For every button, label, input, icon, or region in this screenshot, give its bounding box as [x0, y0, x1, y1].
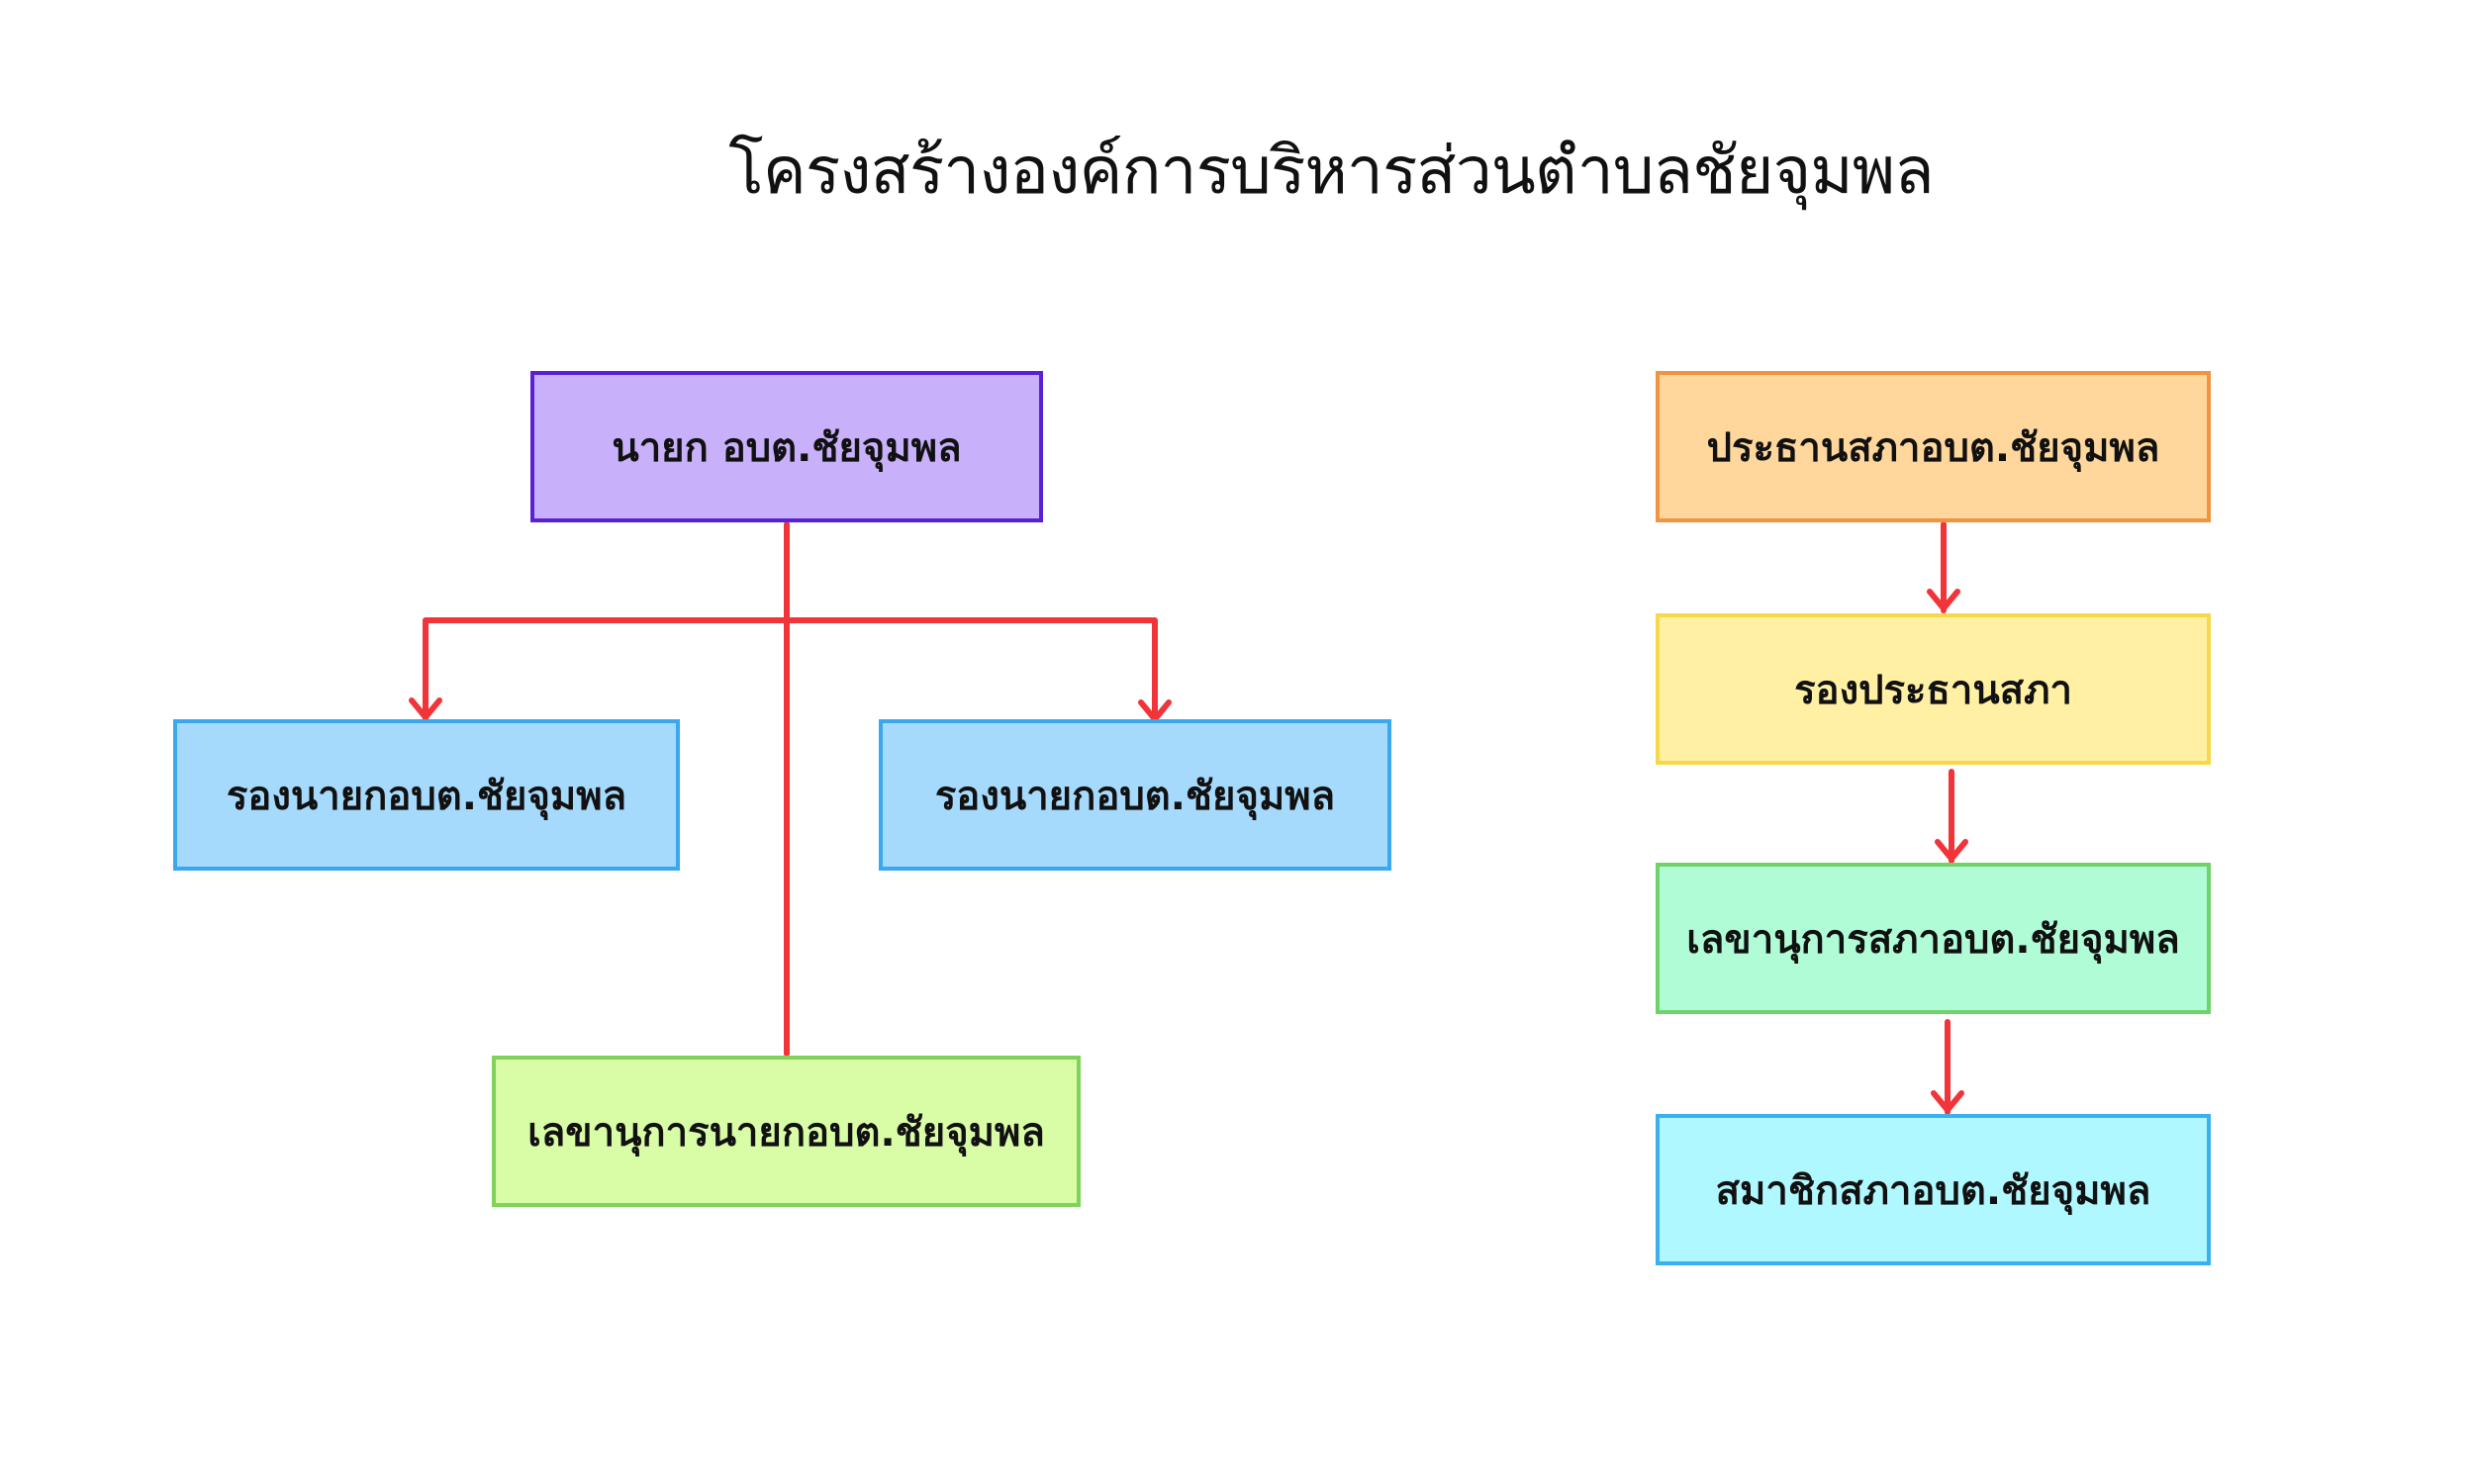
deputy-mayor-right-label: รองนายกอบต.ชัยจุมพล: [934, 773, 1336, 819]
mayor-secretary-box: เลขานุการนายกอบต.ชัยจุมพล: [492, 1056, 1081, 1207]
arrowhead-vice-president: [1927, 589, 1960, 611]
arrowhead-deputy-right: [1138, 699, 1172, 722]
council-secretary-label: เลขานุการสภาอบต.ชัยจุมพล: [1686, 916, 2180, 963]
council-secretary-box: เลขานุการสภาอบต.ชัยจุมพล: [1656, 863, 2211, 1014]
arrowhead-council-secretary: [1935, 839, 1968, 862]
page-title: โครงสร้างองค์การบริหารส่วนตำบลชัยจุมพล: [728, 133, 1934, 209]
mayor-secretary-label: เลขานุการนายกอบต.ชัยจุมพล: [527, 1109, 1045, 1156]
deputy-mayor-left-box: รองนายกอบต.ชัยจุมพล: [173, 719, 680, 871]
council-members-label: สมาชิกสภาอบต.ชัยจุมพล: [1715, 1167, 2151, 1214]
council-members-box: สมาชิกสภาอบต.ชัยจุมพล: [1656, 1114, 2211, 1265]
deputy-mayor-left-label: รองนายกอบต.ชัยจุมพล: [226, 773, 627, 819]
council-president-box: ประธานสภาอบต.ชัยจุมพล: [1656, 371, 2211, 522]
deputy-branch-line: [423, 617, 1158, 723]
mayor-box: นายก อบต.ชัยจุมพล: [530, 371, 1043, 522]
arrowhead-members: [1931, 1090, 1964, 1113]
arrowhead-deputy-left: [409, 697, 442, 720]
council-president-label: ประธานสภาอบต.ชัยจุมพล: [1706, 424, 2160, 471]
deputy-mayor-right-box: รองนายกอบต.ชัยจุมพล: [879, 719, 1391, 871]
mayor-label: นายก อบต.ชัยจุมพล: [612, 424, 962, 471]
council-vice-president-box: รองประธานสภา: [1656, 613, 2211, 765]
council-vice-president-label: รองประธานสภา: [1794, 667, 2072, 713]
